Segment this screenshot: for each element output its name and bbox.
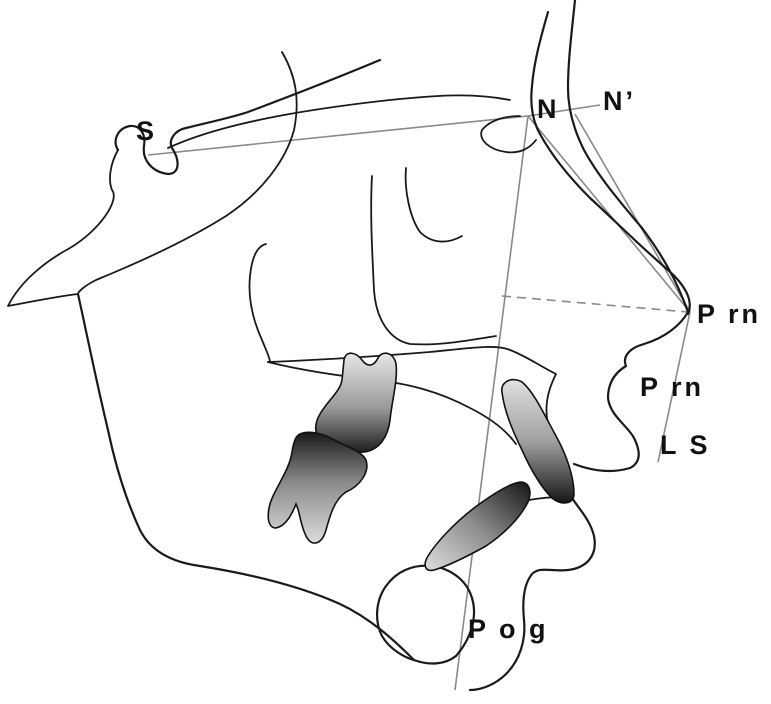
- nasion-pogonion-line: [454, 115, 529, 691]
- soft-nasion-pronasale-line: [574, 113, 691, 313]
- mandible-border: [76, 292, 416, 662]
- label-pronasale-tip: P rn: [697, 299, 761, 329]
- cranial-base: [167, 94, 511, 149]
- occlusal-line: [267, 361, 517, 445]
- label-sella: S: [136, 116, 157, 146]
- nasion-pronasale-line: [527, 115, 691, 313]
- forehead-soft-tissue: [530, 10, 691, 316]
- nasal-bone: [566, 0, 690, 314]
- posterior-skull: [77, 51, 298, 295]
- nose-tip-lip: [572, 310, 690, 473]
- sella-nasion-line: [147, 115, 529, 156]
- pterygomaxillary: [404, 167, 463, 243]
- sella-turcica: [114, 58, 382, 176]
- frontal-bone: [480, 115, 537, 154]
- label-nasion: N: [537, 94, 560, 124]
- label-pogonion: P o g: [468, 614, 549, 644]
- label-labrale-superius: L S: [660, 430, 711, 460]
- reference-lines: [147, 104, 691, 691]
- orbit-curve: [370, 175, 497, 346]
- label-pronasale-lower: P rn: [640, 372, 704, 402]
- teeth: [267, 352, 575, 572]
- lower-molar: [267, 431, 368, 544]
- lower-incisor: [424, 481, 531, 572]
- pronasale-labrale-line: [657, 311, 691, 463]
- label-soft-nasion: N’: [603, 86, 636, 116]
- landmark-labels: S N N’ P rn P rn L S P o g: [136, 86, 761, 644]
- ramus-upper: [248, 243, 271, 363]
- upper-molar: [314, 352, 398, 454]
- upper-incisor: [501, 378, 575, 504]
- horizontal-dashed-line: [501, 295, 689, 313]
- clivus: [7, 149, 119, 307]
- lower-lip-chin: [468, 496, 596, 692]
- n-soft-nasion-line: [527, 104, 601, 117]
- anatomy-outlines: [7, 0, 691, 692]
